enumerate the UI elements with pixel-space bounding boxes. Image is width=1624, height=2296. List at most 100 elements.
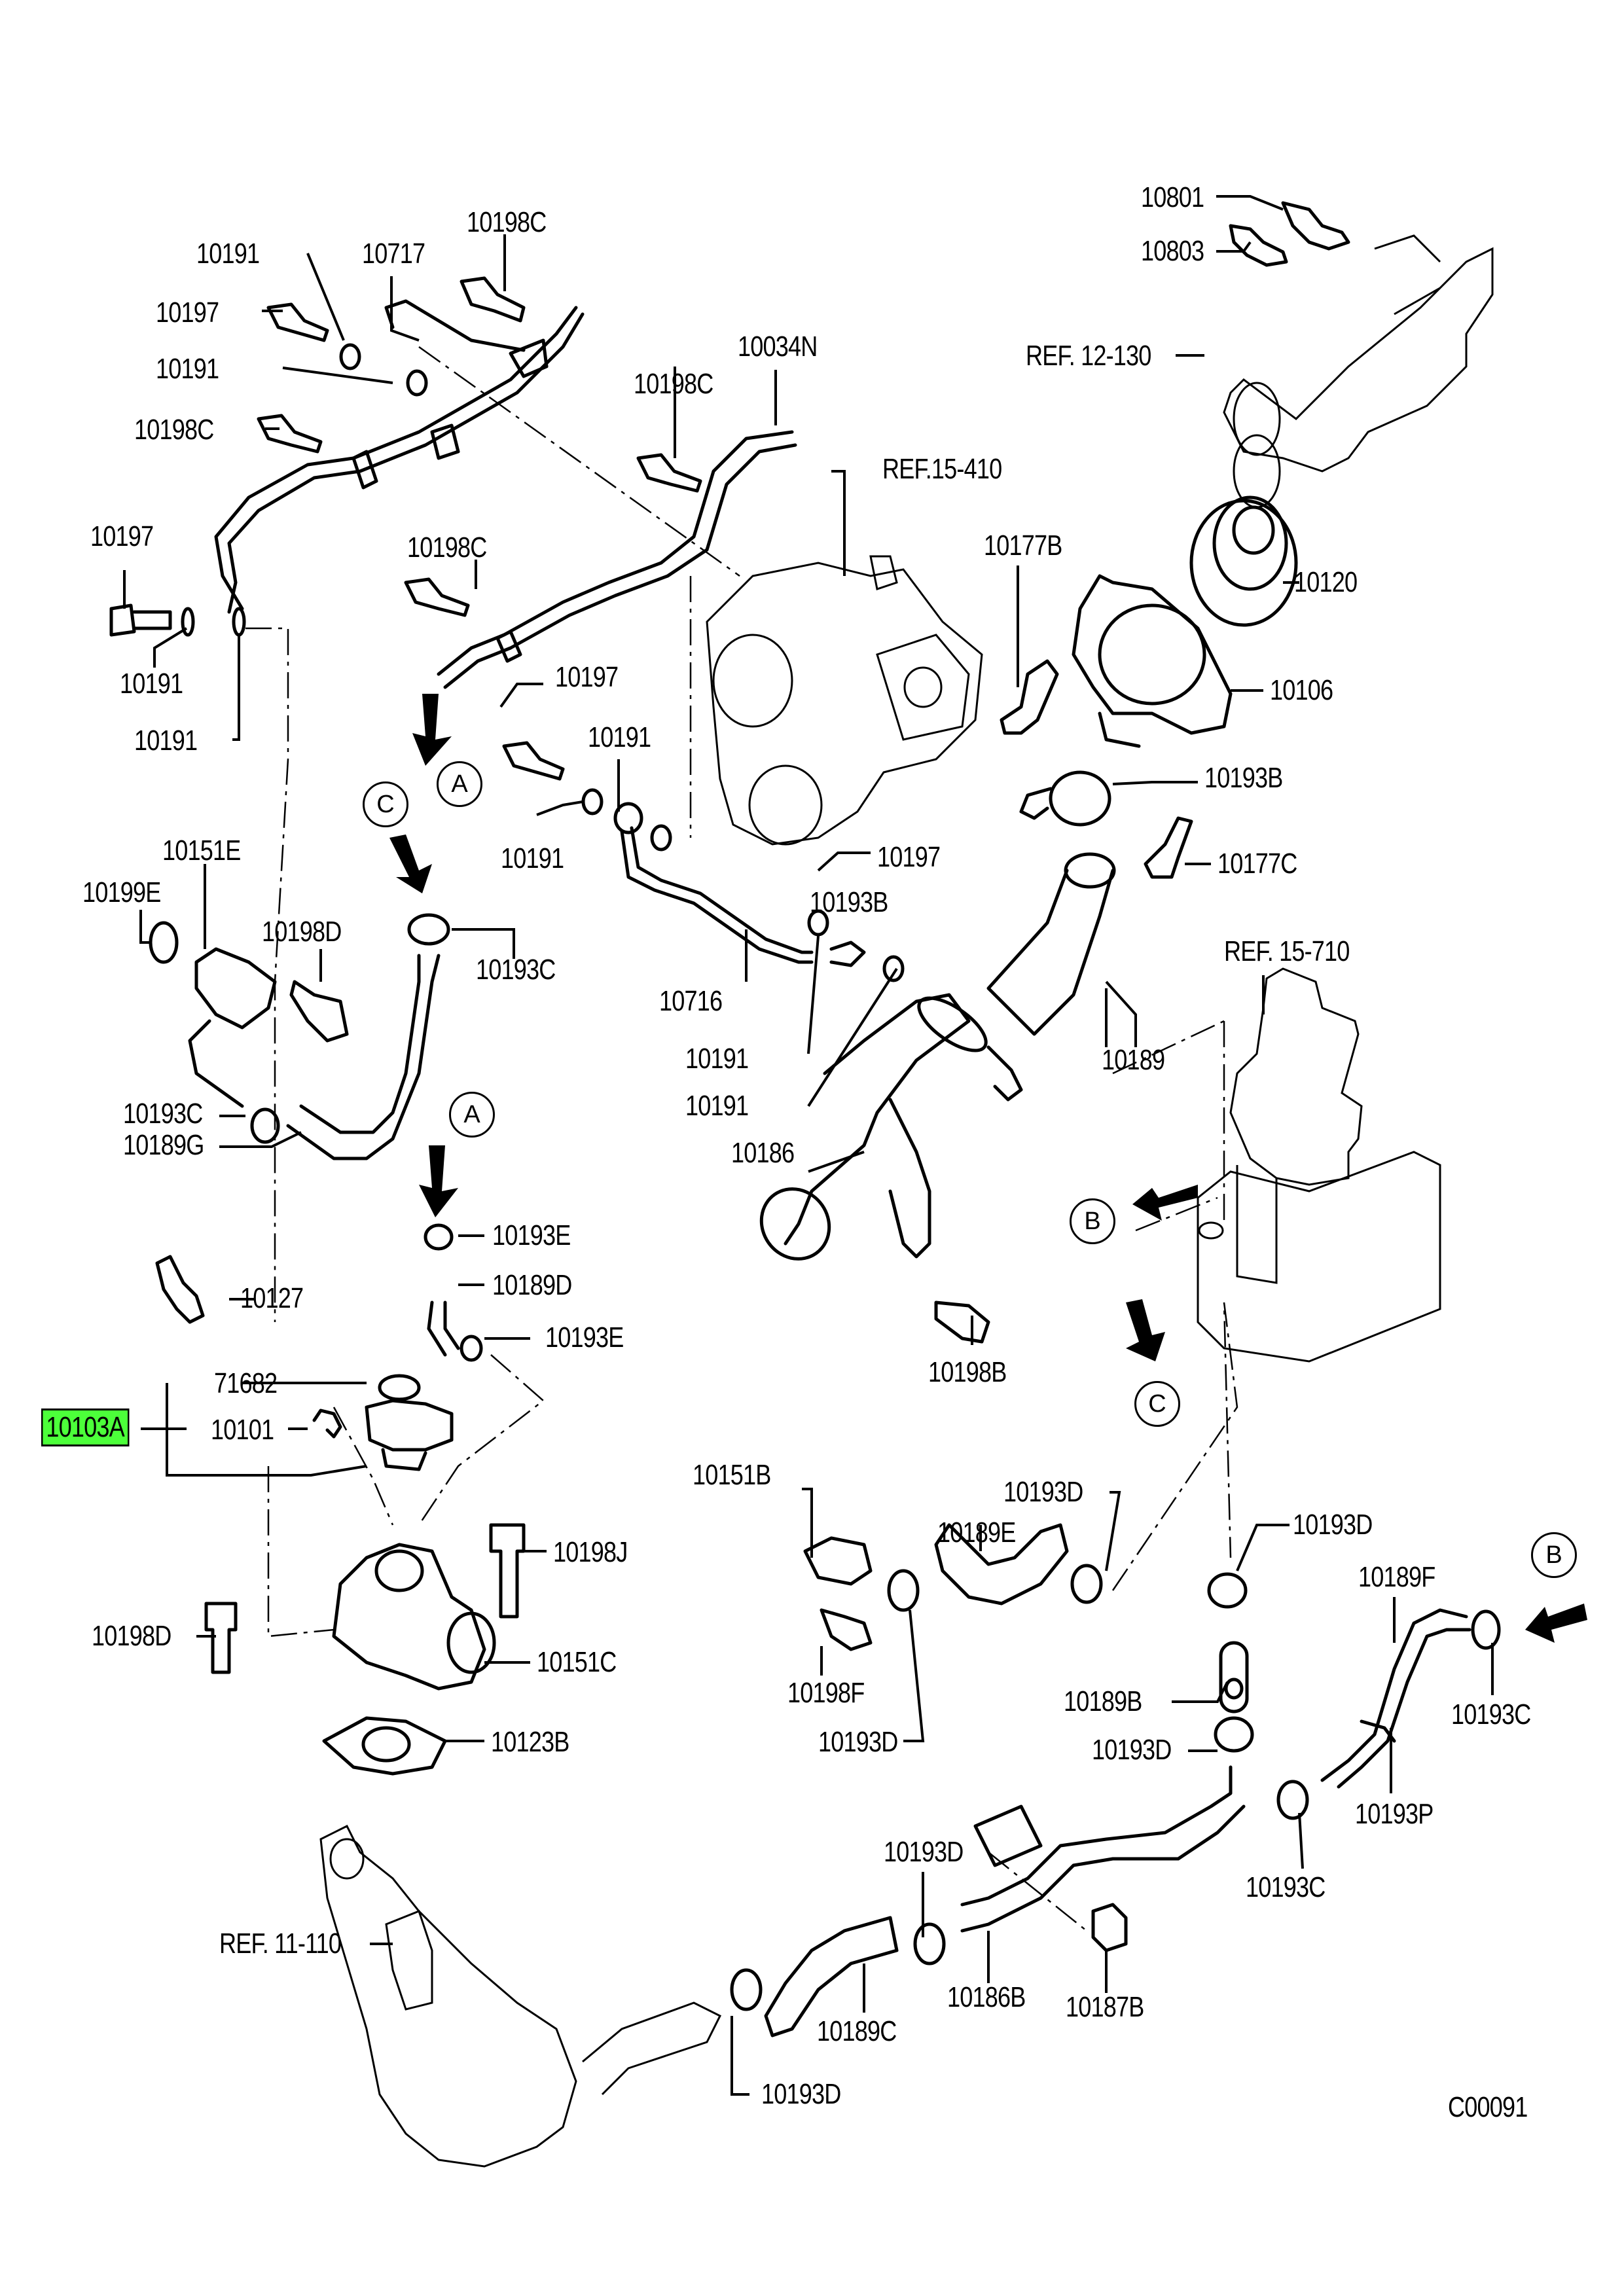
bolt-10198D-lower — [204, 1602, 238, 1674]
alignment-lines — [245, 346, 1238, 1931]
part-label[interactable]: 10199E — [82, 876, 161, 908]
arrow-to-c-egr — [1126, 1299, 1165, 1361]
bolt-10198D-upper — [289, 980, 349, 1043]
part-label[interactable]: 10198D — [262, 916, 342, 948]
pipe-10034N — [437, 430, 797, 689]
arrow-to-b-egr — [1132, 1185, 1198, 1221]
part-label[interactable]: 10189B — [1064, 1685, 1142, 1717]
part-label[interactable]: 10193D — [818, 1726, 898, 1758]
part-label[interactable]: 10189G — [123, 1129, 204, 1161]
part-label[interactable]: 10189F — [1358, 1561, 1435, 1593]
part-label[interactable]: 10801 — [1141, 181, 1204, 213]
ref-label[interactable]: REF.15-410 — [882, 453, 1002, 485]
part-label[interactable]: 10193D — [1293, 1509, 1373, 1541]
bolt-10177C — [1144, 816, 1193, 879]
part-label[interactable]: 10717 — [362, 238, 425, 270]
hose-10189E — [934, 1523, 1069, 1605]
part-label[interactable]: 10803 — [1141, 235, 1204, 267]
leader-lines — [123, 195, 1494, 2096]
part-label[interactable]: 10191 — [120, 668, 183, 700]
cylinder-head-ref-12-130 — [1223, 234, 1494, 509]
highlighted-part-label[interactable]: 10103A — [41, 1408, 130, 1446]
part-label[interactable]: 10191 — [501, 842, 564, 874]
sensor-10801 — [1281, 201, 1350, 251]
pipe-10186 — [759, 993, 971, 1261]
part-label[interactable]: 10193C — [1246, 1871, 1326, 1903]
part-label[interactable]: 10101 — [211, 1414, 274, 1446]
cap-10103A — [365, 1399, 454, 1471]
hose-10189B — [1219, 1641, 1249, 1713]
callout-a-upper: A — [437, 761, 482, 807]
part-label[interactable]: 10151E — [162, 834, 241, 867]
direction-arrows — [389, 694, 1587, 1643]
ref-label[interactable]: REF. 15-710 — [1224, 935, 1350, 967]
pipe-10716 — [613, 802, 866, 967]
part-label[interactable]: 10193D — [1003, 1476, 1083, 1508]
part-label[interactable]: 10193D — [761, 2078, 841, 2110]
part-label[interactable]: 10193C — [1451, 1698, 1531, 1731]
hose-10189G — [286, 954, 441, 1160]
part-label[interactable]: 10151B — [693, 1459, 771, 1491]
hose-10189F — [1320, 1608, 1471, 1789]
part-label[interactable]: 10198J — [553, 1536, 628, 1568]
part-label[interactable]: 10189D — [492, 1269, 572, 1301]
part-label[interactable]: 10198C — [407, 531, 487, 564]
part-label[interactable]: 10197 — [555, 661, 619, 693]
gasket-10123B — [322, 1716, 447, 1776]
part-label[interactable]: 10186B — [947, 1981, 1026, 2013]
part-label[interactable]: 10198B — [928, 1356, 1007, 1388]
part-label[interactable]: 10189E — [937, 1516, 1016, 1549]
part-label[interactable]: 10193C — [123, 1098, 203, 1130]
part-label[interactable]: 10193E — [545, 1321, 624, 1354]
fitting-10151B — [803, 1536, 873, 1586]
ref-label[interactable]: REF. 12-130 — [1026, 340, 1151, 372]
part-label[interactable]: 10187B — [1066, 1991, 1144, 2023]
part-label[interactable]: 10193D — [884, 1836, 964, 1868]
part-label[interactable]: 10193B — [810, 886, 888, 918]
part-label[interactable]: 10123B — [491, 1726, 569, 1758]
part-label[interactable]: 10193B — [1204, 762, 1283, 794]
part-label[interactable]: 71682 — [214, 1367, 278, 1399]
part-label[interactable]: 10198C — [634, 368, 713, 400]
arrow-from-c-upper — [389, 834, 432, 893]
bolt-10197-a — [266, 302, 329, 342]
part-label[interactable]: 10191 — [685, 1043, 749, 1075]
part-label[interactable]: 10198C — [134, 414, 214, 446]
sensor-10803 — [1229, 224, 1288, 267]
part-label[interactable]: 10197 — [877, 841, 941, 873]
part-label[interactable]: 10189C — [817, 2015, 897, 2047]
part-label[interactable]: 10191 — [156, 353, 219, 385]
bolt-10198C-a — [460, 276, 526, 323]
bolt-10198C-c — [636, 453, 702, 493]
pipe-10717 — [214, 299, 585, 614]
part-label[interactable]: 10193D — [1092, 1734, 1172, 1766]
part-label[interactable]: 10197 — [156, 296, 219, 329]
part-label[interactable]: 10120 — [1294, 566, 1358, 598]
part-label[interactable]: 10716 — [659, 985, 723, 1017]
housing-10106 — [1072, 574, 1233, 748]
part-label[interactable]: 10186 — [731, 1137, 795, 1169]
bolt-10198F — [820, 1608, 873, 1651]
part-label[interactable]: 10191 — [588, 721, 651, 753]
thermostat-10120 — [1189, 495, 1298, 627]
part-label[interactable]: 10106 — [1270, 674, 1333, 706]
ref-label[interactable]: REF. 11-110 — [219, 1928, 342, 1960]
part-label[interactable]: 10197 — [90, 520, 154, 552]
arrow-to-a-lower — [419, 1145, 458, 1217]
part-label[interactable]: 10177C — [1218, 848, 1297, 880]
part-label[interactable]: 10189 — [1102, 1044, 1165, 1076]
part-label[interactable]: 10193E — [492, 1219, 571, 1251]
part-label[interactable]: 10198D — [92, 1620, 171, 1652]
part-label[interactable]: 10193P — [1355, 1798, 1434, 1830]
part-label[interactable]: 10191 — [685, 1090, 749, 1122]
part-label[interactable]: 10191 — [196, 238, 260, 270]
part-label[interactable]: 10177B — [984, 529, 1062, 562]
part-label[interactable]: 10151C — [537, 1646, 617, 1678]
housing-10151C — [332, 1543, 496, 1691]
part-label[interactable]: 10193C — [476, 954, 556, 986]
part-label[interactable]: 10198F — [787, 1677, 865, 1709]
part-label[interactable]: 10127 — [240, 1282, 304, 1314]
part-label[interactable]: 10191 — [134, 725, 198, 757]
part-label[interactable]: 10198C — [467, 206, 547, 238]
part-label[interactable]: 10034N — [738, 331, 818, 363]
